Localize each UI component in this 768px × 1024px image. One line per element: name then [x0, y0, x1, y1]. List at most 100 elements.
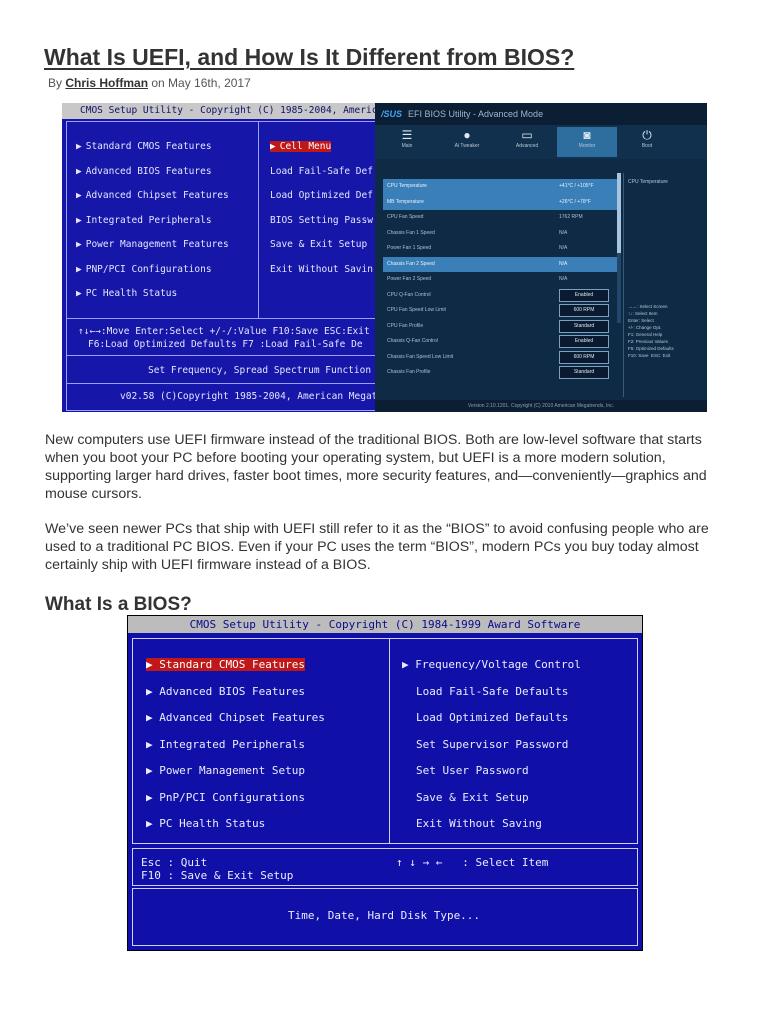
ami-menu-item[interactable]: Load Fail-Safe Def	[270, 166, 373, 177]
uefi-scrollbar[interactable]	[617, 173, 621, 323]
award-column-divider	[389, 639, 390, 843]
uefi-setting-value: +41°C / +105°F	[559, 183, 594, 189]
ami-menu-item[interactable]: ▶Cell Menu	[270, 141, 332, 152]
ami-menu-label: Advanced BIOS Features	[85, 165, 212, 177]
triangle-right-icon: ▶	[76, 190, 82, 201]
ami-menu-item[interactable]: Exit Without Savin	[270, 264, 373, 275]
tab-main[interactable]: ☰Main	[377, 127, 437, 157]
monitor-icon: ◙	[583, 128, 591, 142]
uefi-setting-value: N/A	[559, 229, 568, 236]
uefi-setting-value: N/A	[559, 245, 568, 251]
uefi-key-legend: →←: Select Screen ↑↓: Select Item Enter:…	[628, 304, 674, 358]
uefi-help-panel: CPU Temperature →←: Select Screen ↑↓: Se…	[623, 173, 707, 397]
uefi-setting-row[interactable]: CPU Fan Profile Standard	[383, 319, 618, 335]
power-icon: ⏻	[642, 128, 652, 142]
award-menu-item[interactable]: Exit Without Saving	[416, 817, 542, 830]
award-menu-item[interactable]: ▶ Standard CMOS Features	[146, 658, 305, 671]
award-keys-panel	[132, 848, 638, 886]
ami-menu-label: Advanced Chipset Features	[85, 190, 229, 201]
ami-header: CMOS Setup Utility - Copyright (C) 1985-…	[62, 103, 393, 119]
author-link[interactable]: Chris Hoffman	[65, 76, 149, 90]
ami-menu-item[interactable]: ▶PNP/PCI Configurations	[76, 264, 212, 275]
uefi-setting-row[interactable]: Power Fan 2 Speed N/A	[383, 272, 618, 288]
award-menu-item[interactable]: ▶ Advanced BIOS Features	[146, 685, 305, 698]
award-menu-label: Advanced BIOS Features	[159, 684, 305, 698]
ami-menu-item[interactable]: ▶Integrated Peripherals	[76, 215, 212, 226]
ami-menu-item[interactable]: ▶Power Management Features	[76, 239, 229, 250]
triangle-right-icon: ▶	[76, 239, 82, 250]
award-menu-item[interactable]: Load Optimized Defaults	[416, 711, 568, 724]
award-menu-panel	[132, 638, 638, 844]
ami-menu-label: Load Optimized Def	[270, 190, 373, 201]
uefi-scroll-thumb[interactable]	[617, 173, 621, 253]
ami-footer: v02.58 (C)Copyright 1985-2004, American …	[120, 391, 406, 402]
ami-menu-item[interactable]: ▶Advanced BIOS Features	[76, 166, 212, 177]
award-bios-screen: CMOS Setup Utility - Copyright (C) 1984-…	[127, 615, 643, 951]
triangle-right-icon: ▶	[76, 263, 82, 275]
list-icon: ☰	[401, 128, 413, 142]
ami-menu-label: Power Management Features	[85, 239, 229, 250]
tab-label: Ai Tweaker	[454, 143, 480, 149]
ami-menu-label: PNP/PCI Configurations	[85, 263, 212, 275]
ami-menu-item[interactable]: ▶Standard CMOS Features	[76, 141, 212, 152]
ami-menu-item[interactable]: ▶Advanced Chipset Features	[76, 190, 229, 201]
uefi-setting-row[interactable]: CPU Temperature+41°C / +105°F	[383, 179, 618, 195]
tab-monitor[interactable]: ◙Monitor	[557, 127, 617, 157]
advanced-icon: ▭	[521, 128, 533, 142]
uefi-setting-value: +26°C / +78°F	[559, 198, 591, 205]
uefi-setting-row[interactable]: MB Temperature+26°C / +78°F	[383, 194, 618, 210]
ami-divider-3	[66, 383, 375, 384]
award-menu-item[interactable]: ▶ Integrated Peripherals	[146, 738, 305, 751]
award-menu-label: PnP/PCI Configurations	[159, 790, 305, 804]
uefi-setting-label: Chassis Fan 2 Speed	[387, 260, 435, 267]
ami-column-divider	[258, 121, 259, 318]
ami-menu-label: Exit Without Savin	[270, 263, 373, 275]
ami-menu-label: Cell Menu	[279, 141, 332, 152]
award-menu-item[interactable]: Save & Exit Setup	[416, 791, 529, 804]
award-menu-item[interactable]: Set User Password	[416, 764, 529, 777]
ami-keys-line2: F6:Load Optimized Defaults F7 :Load Fail…	[88, 339, 363, 350]
ami-menu-label: Load Fail-Safe Def	[270, 165, 373, 177]
uefi-setting-value: N/A	[559, 276, 568, 282]
ami-menu-item[interactable]: ▶PC Health Status	[76, 288, 177, 299]
award-menu-item[interactable]: ▶ PnP/PCI Configurations	[146, 791, 305, 804]
tab-label: Main	[401, 143, 413, 149]
tab-ai-tweaker[interactable]: ●Ai Tweaker	[437, 127, 497, 157]
award-keys-right: ↑ ↓ → ← : Select Item	[396, 856, 549, 869]
ami-menu-item[interactable]: Load Optimized Def	[270, 190, 373, 201]
ami-menu-label: Save & Exit Setup	[270, 239, 368, 250]
uefi-setting-label: Power Fan 2 Speed	[387, 276, 432, 282]
uefi-setting-row[interactable]: Chassis Fan Speed Low Limit 600 RPM	[383, 350, 618, 366]
uefi-setting-label: CPU Fan Profile	[387, 322, 424, 329]
uefi-setting-dropdown[interactable]: 600 RPM	[559, 304, 609, 317]
uefi-setting-dropdown[interactable]: Enabled	[559, 288, 609, 302]
tab-boot[interactable]: ⏻Boot	[617, 127, 677, 157]
award-menu-item[interactable]: ▶ Advanced Chipset Features	[146, 711, 325, 724]
award-menu-item[interactable]: Load Fail-Safe Defaults	[416, 685, 568, 698]
uefi-setting-dropdown[interactable]: 600 RPM	[559, 350, 609, 364]
tab-advanced[interactable]: ▭Advanced	[497, 127, 557, 157]
award-menu-item[interactable]: ▶ PC Health Status	[146, 817, 265, 830]
ami-menu-label: Standard CMOS Features	[85, 141, 212, 152]
ami-menu-item[interactable]: Save & Exit Setup	[270, 239, 367, 250]
section-heading-bios: What Is a BIOS?	[45, 594, 192, 615]
tab-label: Boot	[641, 143, 653, 149]
uefi-setting-label: Chassis Fan Speed Low Limit	[387, 353, 454, 360]
tab-label: Advanced	[515, 143, 539, 149]
uefi-setting-dropdown[interactable]: Standard	[559, 366, 609, 379]
ami-menu-item[interactable]: BIOS Setting Passw	[270, 215, 373, 226]
uefi-footer: Version 2.10.1201. Copyright (C) 2010 Am…	[375, 400, 707, 412]
award-menu-item[interactable]: ▶ Frequency/Voltage Control	[402, 658, 581, 671]
uefi-setting-dropdown[interactable]: Standard	[559, 319, 609, 333]
award-menu-item[interactable]: ▶ Power Management Setup	[146, 764, 305, 777]
award-menu-item[interactable]: Set Supervisor Password	[416, 738, 568, 751]
uefi-setting-dropdown[interactable]: Enabled	[559, 335, 609, 348]
